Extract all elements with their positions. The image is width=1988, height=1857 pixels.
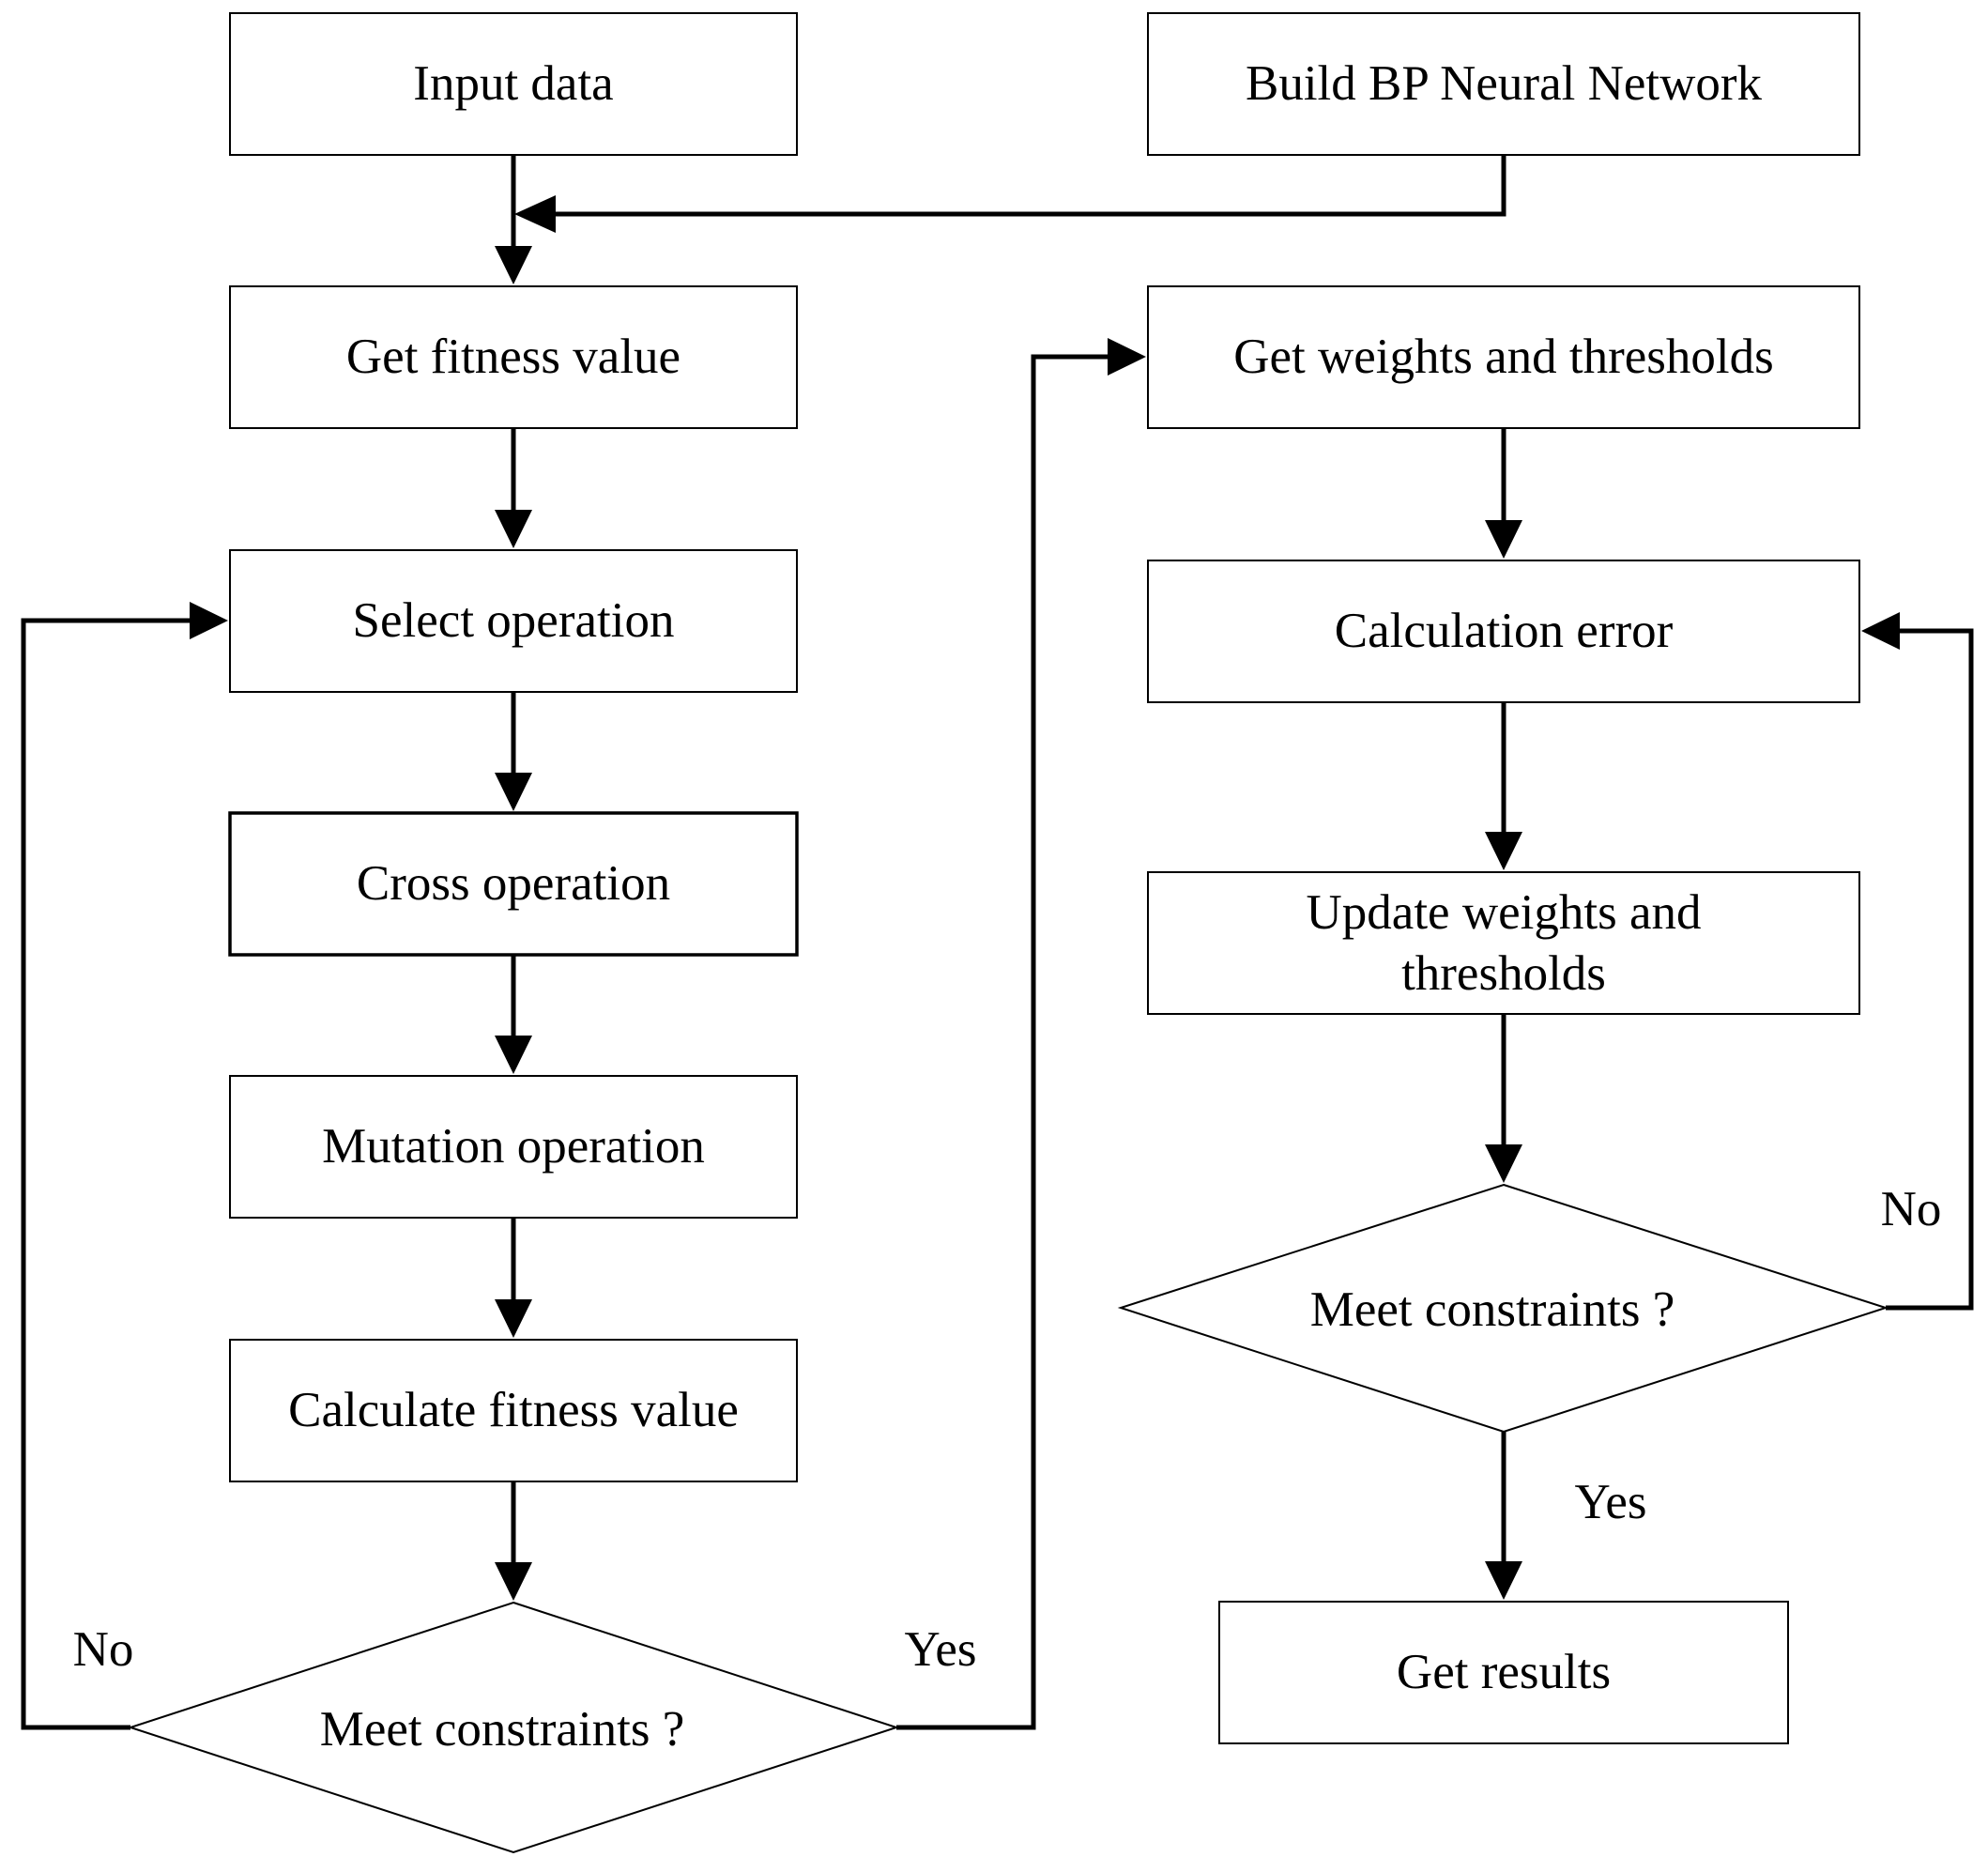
- node-calculation-error: Calculation error: [1147, 560, 1860, 703]
- node-calculate-fitness-value-label: Calculate fitness value: [288, 1383, 739, 1437]
- connector-left-yes-to-weights: [896, 338, 1146, 1730]
- connector-select-to-cross: [495, 692, 532, 811]
- node-get-results: Get results: [1218, 1601, 1789, 1744]
- connector-right-yes-to-results: [1485, 1432, 1522, 1600]
- edge-label-right-yes: Yes: [1574, 1475, 1646, 1529]
- connector-build-bp-to-main: [514, 155, 1506, 233]
- connector-fitness-to-select: [495, 428, 532, 548]
- decision-meet-constraints-right-label: Meet constraints ?: [1310, 1282, 1675, 1337]
- node-cross-operation: Cross operation: [228, 811, 799, 957]
- node-update-weights-thresholds-label-line1: Update weights and: [1307, 885, 1702, 940]
- decision-meet-constraints-right: Meet constraints ?: [1117, 1183, 1889, 1434]
- node-build-bp-network: Build BP Neural Network: [1147, 12, 1860, 156]
- node-get-fitness-value: Get fitness value: [229, 285, 798, 429]
- node-select-operation: Select operation: [229, 549, 798, 693]
- node-update-weights-thresholds: Update weights and thresholds: [1147, 871, 1860, 1015]
- node-mutation-operation-label: Mutation operation: [322, 1119, 705, 1174]
- node-select-operation-label: Select operation: [353, 593, 675, 648]
- connector-mutation-to-calc-fitness: [495, 1218, 532, 1338]
- node-calculation-error-label: Calculation error: [1335, 604, 1674, 658]
- connector-right-no-loop: [1861, 612, 1974, 1311]
- node-cross-operation-label: Cross operation: [357, 856, 670, 911]
- connector-weights-to-error: [1485, 428, 1522, 559]
- connector-left-no-loop: [21, 602, 228, 1730]
- node-get-fitness-value-label: Get fitness value: [346, 330, 681, 384]
- connector-calc-fitness-to-decision: [495, 1481, 532, 1601]
- edge-label-right-no: No: [1881, 1182, 1942, 1236]
- connector-error-to-update: [1485, 702, 1522, 870]
- decision-meet-constraints-left-label: Meet constraints ?: [320, 1702, 685, 1757]
- node-get-weights-thresholds: Get weights and thresholds: [1147, 285, 1860, 429]
- decision-meet-constraints-left: Meet constraints ?: [127, 1601, 900, 1854]
- connector-update-to-decision: [1485, 1014, 1522, 1183]
- node-input-data-label: Input data: [413, 56, 613, 111]
- edge-label-left-no: No: [73, 1622, 134, 1677]
- node-get-results-label: Get results: [1397, 1645, 1611, 1699]
- edge-label-left-yes: Yes: [904, 1622, 976, 1677]
- node-get-weights-thresholds-label: Get weights and thresholds: [1233, 330, 1774, 384]
- node-input-data: Input data: [229, 12, 798, 156]
- node-update-weights-thresholds-label-line2: thresholds: [1401, 946, 1606, 1001]
- connector-cross-to-mutation: [495, 955, 532, 1074]
- node-calculate-fitness-value: Calculate fitness value: [229, 1339, 798, 1482]
- connector-input-to-fitness: [495, 155, 532, 284]
- node-mutation-operation: Mutation operation: [229, 1075, 798, 1219]
- node-build-bp-network-label: Build BP Neural Network: [1246, 56, 1763, 111]
